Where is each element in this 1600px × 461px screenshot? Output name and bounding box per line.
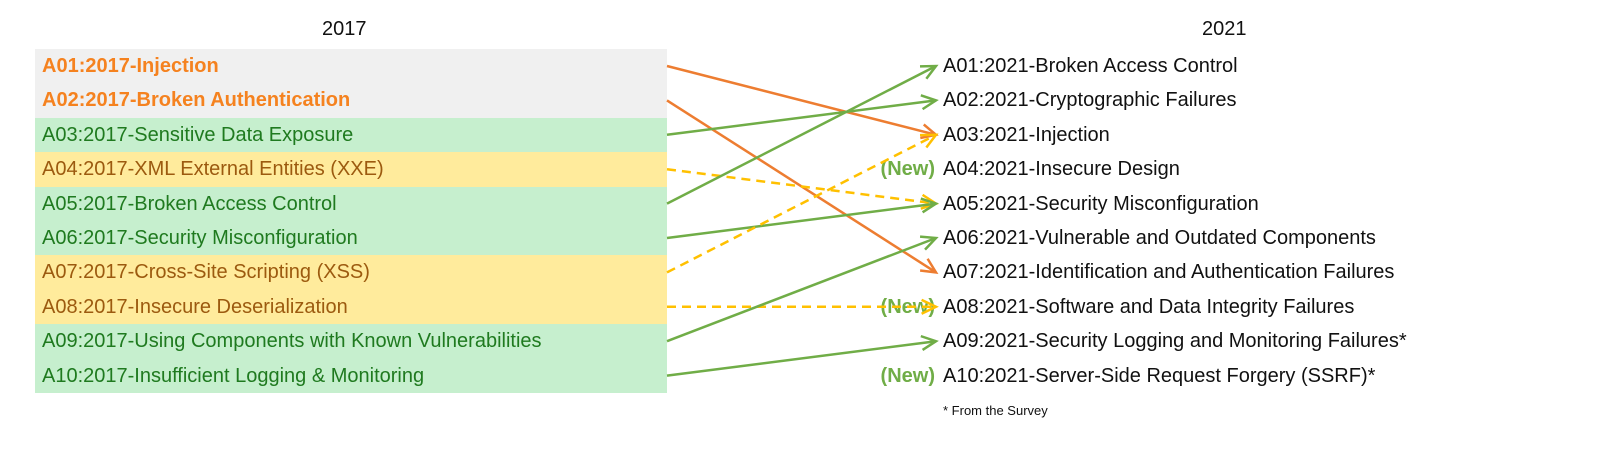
list-item-label: A09:2021-Security Logging and Monitoring…: [943, 330, 1407, 353]
list-item-2021: A01:2021-Broken Access Control: [943, 49, 1407, 83]
list-item-2017: A09:2017-Using Components with Known Vul…: [35, 324, 667, 359]
new-badge: (New): [880, 158, 935, 181]
list-item-2017: A05:2017-Broken Access Control: [35, 186, 667, 221]
list-item-2021: A07:2021-Identification and Authenticati…: [943, 255, 1407, 289]
list-item-label: A04:2021-Insecure Design: [943, 158, 1180, 181]
list-item-2021: A05:2021-Security Misconfiguration: [943, 187, 1407, 221]
list-item-label: A07:2021-Identification and Authenticati…: [943, 261, 1395, 284]
arrow-a06-2017-to-a05-2021: [666, 197, 939, 240]
list-item-2021: (New) A10:2021-Server-Side Request Forger…: [881, 359, 1407, 393]
list-item-2017: A06:2017-Security Misconfiguration: [35, 220, 667, 256]
footnote: * From the Survey: [943, 403, 1048, 418]
list-item-2021: A09:2021-Security Logging and Monitoring…: [943, 324, 1407, 358]
list-item-label: A02:2021-Cryptographic Failures: [943, 89, 1237, 112]
arrow-a05-2017-to-a01-2021: [666, 64, 939, 205]
list-item-2017: A02:2017-Broken Authentication: [35, 83, 667, 118]
arrowhead: [919, 133, 939, 149]
list-item-label: A05:2021-Security Misconfiguration: [943, 192, 1259, 215]
arrow-a07-2017-to-a03-2021: [666, 133, 939, 274]
arrow-a03-2017-to-a02-2021: [666, 94, 939, 137]
list-item-label: A10:2021-Server-Side Request Forgery (SS…: [943, 364, 1376, 387]
arrowhead: [919, 64, 939, 80]
arrowhead: [920, 197, 939, 214]
header-2017: 2017: [322, 18, 367, 40]
header-2021: 2021: [1202, 18, 1247, 40]
list-item-label: A06:2021-Vulnerable and Outdated Compone…: [943, 226, 1376, 249]
arrowhead: [921, 298, 939, 315]
list-item-2017: A08:2017-Insecure Deserialization: [35, 289, 667, 325]
arrow-a09-2017-to-a06-2021: [666, 235, 939, 343]
list-item-2021: A03:2021-Injection: [943, 118, 1407, 152]
list-item-2021: (New) A04:2021-Insecure Design: [881, 152, 1407, 186]
list-item-2021: A06:2021-Vulnerable and Outdated Compone…: [943, 221, 1407, 255]
arrowhead: [920, 94, 939, 111]
list-item-2017: A10:2017-Insufficient Logging & Monitori…: [35, 358, 667, 393]
list-item-label: A03:2021-Injection: [943, 123, 1110, 146]
arrow-a10-2017-to-a09-2021: [666, 334, 939, 377]
list-item-2017: A07:2017-Cross-Site Scripting (XSS): [35, 255, 667, 290]
arrowhead: [920, 334, 939, 351]
list-item-2017: A04:2017-XML External Entities (XXE): [35, 152, 667, 187]
new-badge: (New): [880, 364, 935, 387]
list-item-2021: (New)A08:2021-Software and Data Integrit…: [881, 290, 1407, 324]
list-item-label: A08:2021-Software and Data Integrity Fai…: [943, 295, 1355, 318]
arrowhead: [919, 258, 939, 274]
list-item-2017: A01:2017-Injection: [35, 49, 667, 84]
list-item-2017: A03:2017-Sensitive Data Exposure: [35, 117, 667, 153]
arrow-a08-2017-to-a08-2021: [667, 298, 939, 315]
arrowhead: [919, 235, 939, 251]
list-item-label: A01:2021-Broken Access Control: [943, 55, 1238, 77]
list-item-2021: A02:2021-Cryptographic Failures: [943, 83, 1407, 117]
